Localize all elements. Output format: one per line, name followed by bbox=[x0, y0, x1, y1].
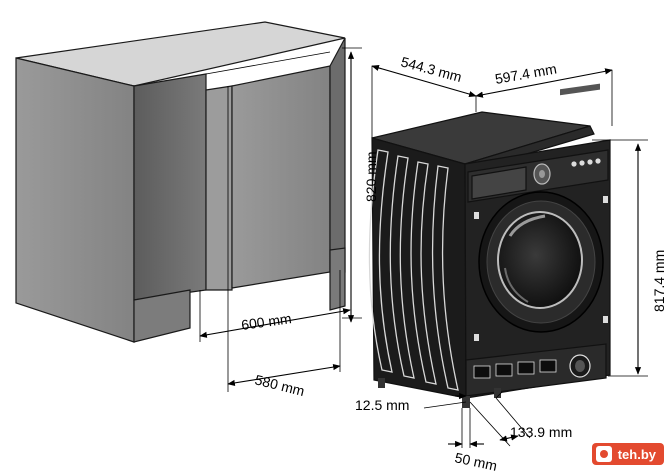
label-plinth-height: 133.9 mm bbox=[510, 424, 572, 440]
label-cabinet-height: 820 mm bbox=[363, 151, 379, 202]
detergent-drawer bbox=[471, 166, 527, 200]
washing-machine bbox=[368, 83, 611, 408]
mounting-holes bbox=[474, 196, 608, 341]
cabinet-right-side bbox=[329, 37, 346, 273]
niche-back-wall bbox=[205, 85, 233, 291]
cabinet-plinth bbox=[133, 289, 191, 343]
brand-watermark: teh.by bbox=[591, 443, 664, 465]
cabinet-left-side bbox=[133, 73, 207, 301]
door-glass bbox=[497, 211, 583, 309]
kitchen-cabinet bbox=[15, 21, 346, 343]
label-width-top: 597.4 mm bbox=[494, 60, 558, 87]
watermark-text: teh.by bbox=[617, 446, 656, 462]
label-machine-height: 817.4 mm bbox=[651, 250, 667, 312]
side-ribs bbox=[368, 149, 459, 391]
brand-logo-icon bbox=[595, 446, 612, 462]
dimension-lines bbox=[199, 47, 648, 448]
cabinet-left-front bbox=[15, 57, 135, 343]
label-depth-top: 544.3 mm bbox=[399, 53, 463, 85]
cabinet-right-plinth bbox=[329, 247, 346, 311]
cabinet-right-front bbox=[231, 65, 331, 289]
label-foot-offset: 12.5 mm bbox=[355, 397, 409, 413]
dimension-labels: 544.3 mm 597.4 mm 820 mm 817.4 mm 600 mm… bbox=[240, 53, 667, 471]
service-panel bbox=[465, 343, 607, 397]
service-panel-slots bbox=[473, 359, 557, 379]
label-foot-depth: 50 mm bbox=[453, 449, 498, 471]
label-cabinet-depth: 600 mm bbox=[240, 310, 292, 333]
